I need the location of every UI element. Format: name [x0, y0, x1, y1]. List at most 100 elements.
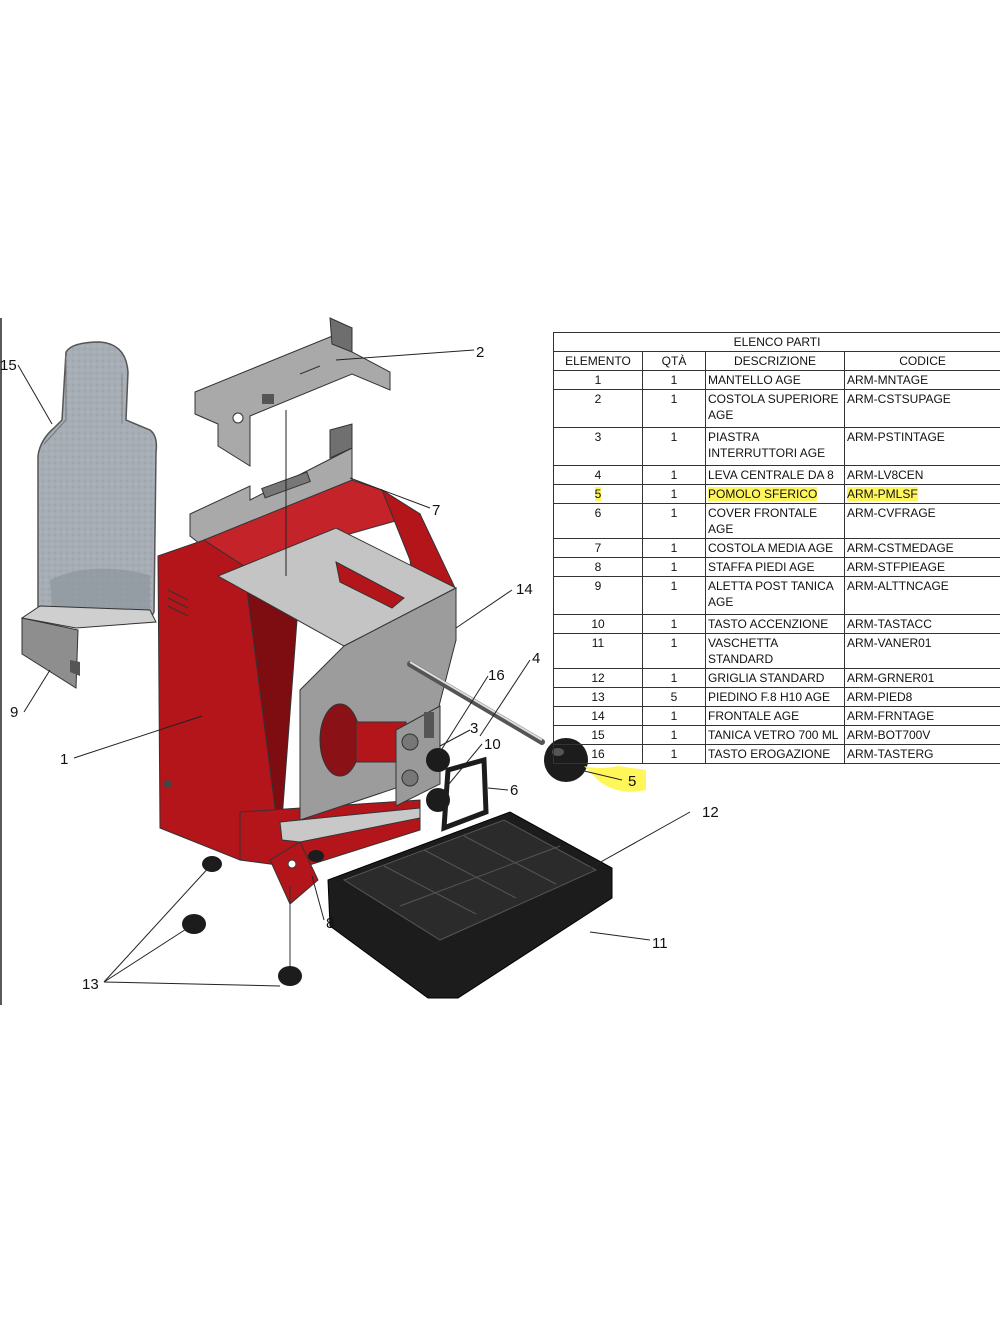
cell-codice: ARM-ALTTNCAGE — [843, 576, 1000, 615]
callout-12: 12 — [702, 804, 719, 821]
cell-descrizione: STAFFA PIEDI AGE — [705, 557, 845, 577]
callout-1: 1 — [60, 751, 68, 768]
cell-codice: ARM-TASTERG — [843, 744, 1000, 764]
cell-elemento: 14 — [553, 706, 643, 726]
highlighted-codice: ARM-PMLSF — [847, 487, 918, 501]
callout-11: 11 — [652, 935, 668, 952]
part-9-rear-tank-fin — [20, 605, 157, 689]
cell-codice: ARM-STFPIEAGE — [843, 557, 1000, 577]
header-codice: CODICE — [843, 351, 1000, 371]
callout-14: 14 — [516, 581, 533, 598]
header-elemento: ELEMENTO — [553, 351, 643, 371]
cell-descrizione: FRONTALE AGE — [705, 706, 845, 726]
cell-codice: ARM-BOT700V — [843, 725, 1000, 745]
table-row: 12 1 GRIGLIA STANDARD ARM-GRNER01 — [553, 668, 1000, 688]
callout-2: 2 — [476, 344, 484, 361]
cell-qta: 1 — [642, 389, 706, 428]
callout-9: 9 — [10, 704, 18, 721]
cell-qta: 1 — [642, 484, 706, 504]
table-row: 1 1 MANTELLO AGE ARM-MNTAGE — [553, 370, 1000, 390]
cell-qta: 1 — [642, 427, 706, 466]
cell-codice: ARM-CSTMEDAGE — [843, 538, 1000, 558]
table-row: 6 1 COVER FRONTALE AGE ARM-CVFRAGE — [553, 503, 1000, 539]
highlight-mark — [584, 766, 646, 792]
callout-labels: 15 2 7 14 4 16 9 3 10 1 5 6 12 8 11 13 — [0, 344, 719, 993]
cell-elemento: 11 — [553, 633, 643, 669]
cell-elemento: 15 — [553, 725, 643, 745]
table-row: 7 1 COSTOLA MEDIA AGE ARM-CSTMEDAGE — [553, 538, 1000, 558]
cell-qta: 1 — [642, 557, 706, 577]
part-4-lever — [407, 661, 545, 745]
cell-codice: ARM-LV8CEN — [843, 465, 1000, 485]
table-title-row: ELENCO PARTI — [552, 332, 1000, 352]
cell-elemento: 10 — [553, 614, 643, 634]
part-6-front-cover — [441, 756, 489, 832]
callout-5: 5 — [628, 773, 636, 790]
cell-qta: 1 — [642, 725, 706, 745]
part-16-dispense-button — [426, 748, 450, 772]
part-8-feet-bracket — [269, 807, 421, 905]
part-15-glass-tank — [37, 341, 158, 623]
table-row: 15 1 TANICA VETRO 700 ML ARM-BOT700V — [553, 725, 1000, 745]
cell-descrizione: LEVA CENTRALE DA 8 — [705, 465, 845, 485]
callout-8: 8 — [326, 915, 334, 932]
cell-qta: 1 — [642, 465, 706, 485]
callout-7: 7 — [432, 502, 440, 519]
table-row: 10 1 TASTO ACCENZIONE ARM-TASTACC — [553, 614, 1000, 634]
parts-list-table: ELENCO PARTI ELEMENTO QTÀ DESCRIZIONE CO… — [552, 332, 1000, 764]
cell-elemento: 4 — [553, 465, 643, 485]
callout-16: 16 — [488, 667, 505, 684]
cell-codice: ARM-PIED8 — [843, 687, 1000, 707]
cell-elemento: 13 — [553, 687, 643, 707]
part-13-feet — [182, 850, 324, 986]
cell-qta: 1 — [642, 744, 706, 764]
cell-descrizione: COSTOLA MEDIA AGE — [705, 538, 845, 558]
header-qta: QTÀ — [642, 351, 706, 371]
table-row: 3 1 PIASTRA INTERRUTTORI AGE ARM-PSTINTA… — [553, 427, 1000, 466]
callout-15: 15 — [0, 357, 17, 374]
table-row: 14 1 FRONTALE AGE ARM-FRNTAGE — [553, 706, 1000, 726]
table-row: 4 1 LEVA CENTRALE DA 8 ARM-LV8CEN — [553, 465, 1000, 485]
cell-descrizione: TANICA VETRO 700 ML — [705, 725, 845, 745]
cell-descrizione: COSTOLA SUPERIORE AGE — [705, 389, 845, 428]
callout-3: 3 — [470, 720, 478, 737]
table-row: 13 5 PIEDINO F.8 H10 AGE ARM-PIED8 — [553, 687, 1000, 707]
part-3-switch-plate — [395, 705, 441, 807]
cell-descrizione: TASTO EROGAZIONE — [705, 744, 845, 764]
table-header-row: ELEMENTO QTÀ DESCRIZIONE CODICE — [553, 351, 1000, 371]
cell-qta: 5 — [642, 687, 706, 707]
cell-elemento: 8 — [553, 557, 643, 577]
header-descrizione: DESCRIZIONE — [705, 351, 845, 371]
cell-descrizione: PIASTRA INTERRUTTORI AGE — [705, 427, 845, 466]
table-row: 8 1 STAFFA PIEDI AGE ARM-STFPIEAGE — [553, 557, 1000, 577]
cell-elemento: 2 — [553, 389, 643, 428]
cell-qta: 1 — [642, 614, 706, 634]
cell-codice: ARM-VANER01 — [843, 633, 1000, 669]
callout-13: 13 — [82, 976, 99, 993]
highlighted-descrizione: POMOLO SFERICO — [708, 487, 818, 501]
cell-elemento: 3 — [553, 427, 643, 466]
cell-codice: ARM-CSTSUPAGE — [843, 389, 1000, 428]
callout-4: 4 — [532, 650, 540, 667]
highlighted-elemento: 5 — [594, 487, 602, 501]
cell-elemento: 16 — [553, 744, 643, 764]
cell-qta: 1 — [642, 668, 706, 688]
cell-descrizione: ALETTA POST TANICA AGE — [705, 576, 845, 615]
cell-elemento: 7 — [553, 538, 643, 558]
cell-codice: ARM-PMLSF — [843, 484, 1000, 504]
cell-descrizione: PIEDINO F.8 H10 AGE — [705, 687, 845, 707]
cell-elemento: 12 — [553, 668, 643, 688]
leader-lines — [17, 349, 691, 987]
table-row: 9 1 ALETTA POST TANICA AGE ARM-ALTTNCAGE — [553, 576, 1000, 615]
part-2-top-rib — [194, 317, 391, 467]
callout-10: 10 — [484, 736, 501, 753]
cell-qta: 1 — [642, 706, 706, 726]
cell-qta: 1 — [642, 538, 706, 558]
table-row: 2 1 COSTOLA SUPERIORE AGE ARM-CSTSUPAGE — [553, 389, 1000, 428]
cell-qta: 1 — [642, 576, 706, 615]
cell-descrizione: GRIGLIA STANDARD — [705, 668, 845, 688]
cell-descrizione: TASTO ACCENZIONE — [705, 614, 845, 634]
cell-elemento: 5 — [553, 484, 643, 504]
cell-elemento: 9 — [553, 576, 643, 615]
